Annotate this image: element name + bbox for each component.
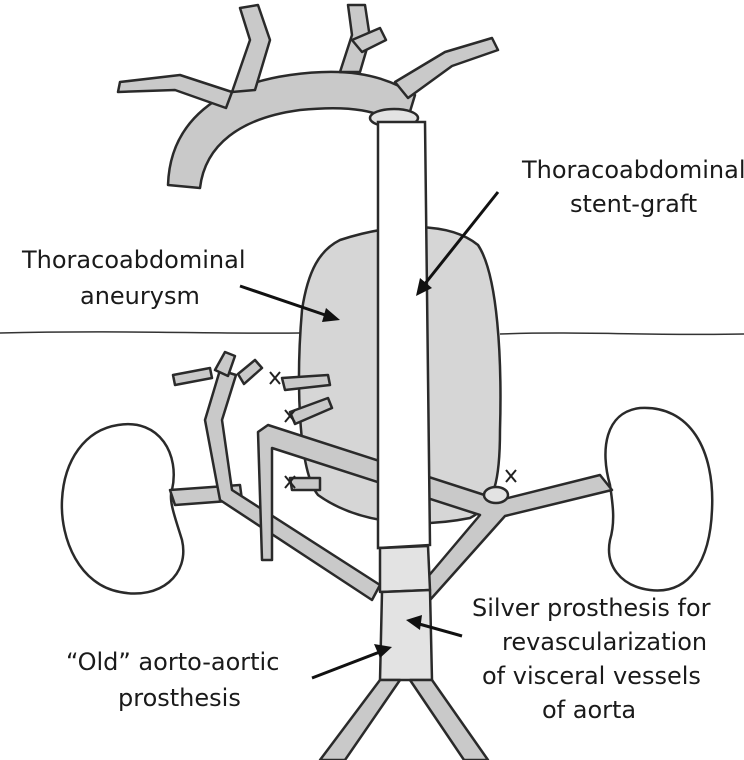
label-silver-line2: revascularization — [502, 628, 707, 656]
label-silver-line1: Silver prosthesis for — [472, 594, 711, 622]
left-kidney — [60, 422, 185, 595]
annotation-arrows — [239, 191, 500, 680]
label-old-prosthesis-line1: “Old” aorto-aortic — [66, 648, 279, 676]
aortic-arch — [116, 3, 500, 190]
old-aorto-aortic-prosthesis — [378, 544, 432, 594]
visceral-vessels — [168, 350, 614, 602]
label-stent-graft-line2: stent-graft — [570, 190, 697, 218]
suture-marks — [269, 371, 517, 489]
aortic-bifurcation — [318, 588, 490, 760]
right-kidney — [604, 406, 714, 592]
label-silver-line4: of aorta — [542, 696, 636, 724]
label-silver-line3: of visceral vessels — [482, 662, 701, 690]
label-stent-graft-line1: Thoracoabdominal — [521, 156, 744, 184]
thoracoabdominal-stent-graft — [376, 120, 432, 550]
label-old-prosthesis-line2: prosthesis — [118, 684, 241, 712]
label-aneurysm-line1: Thoracoabdominal — [21, 246, 246, 274]
label-aneurysm-line2: aneurysm — [80, 282, 200, 310]
diaphragm-line — [0, 331, 744, 336]
